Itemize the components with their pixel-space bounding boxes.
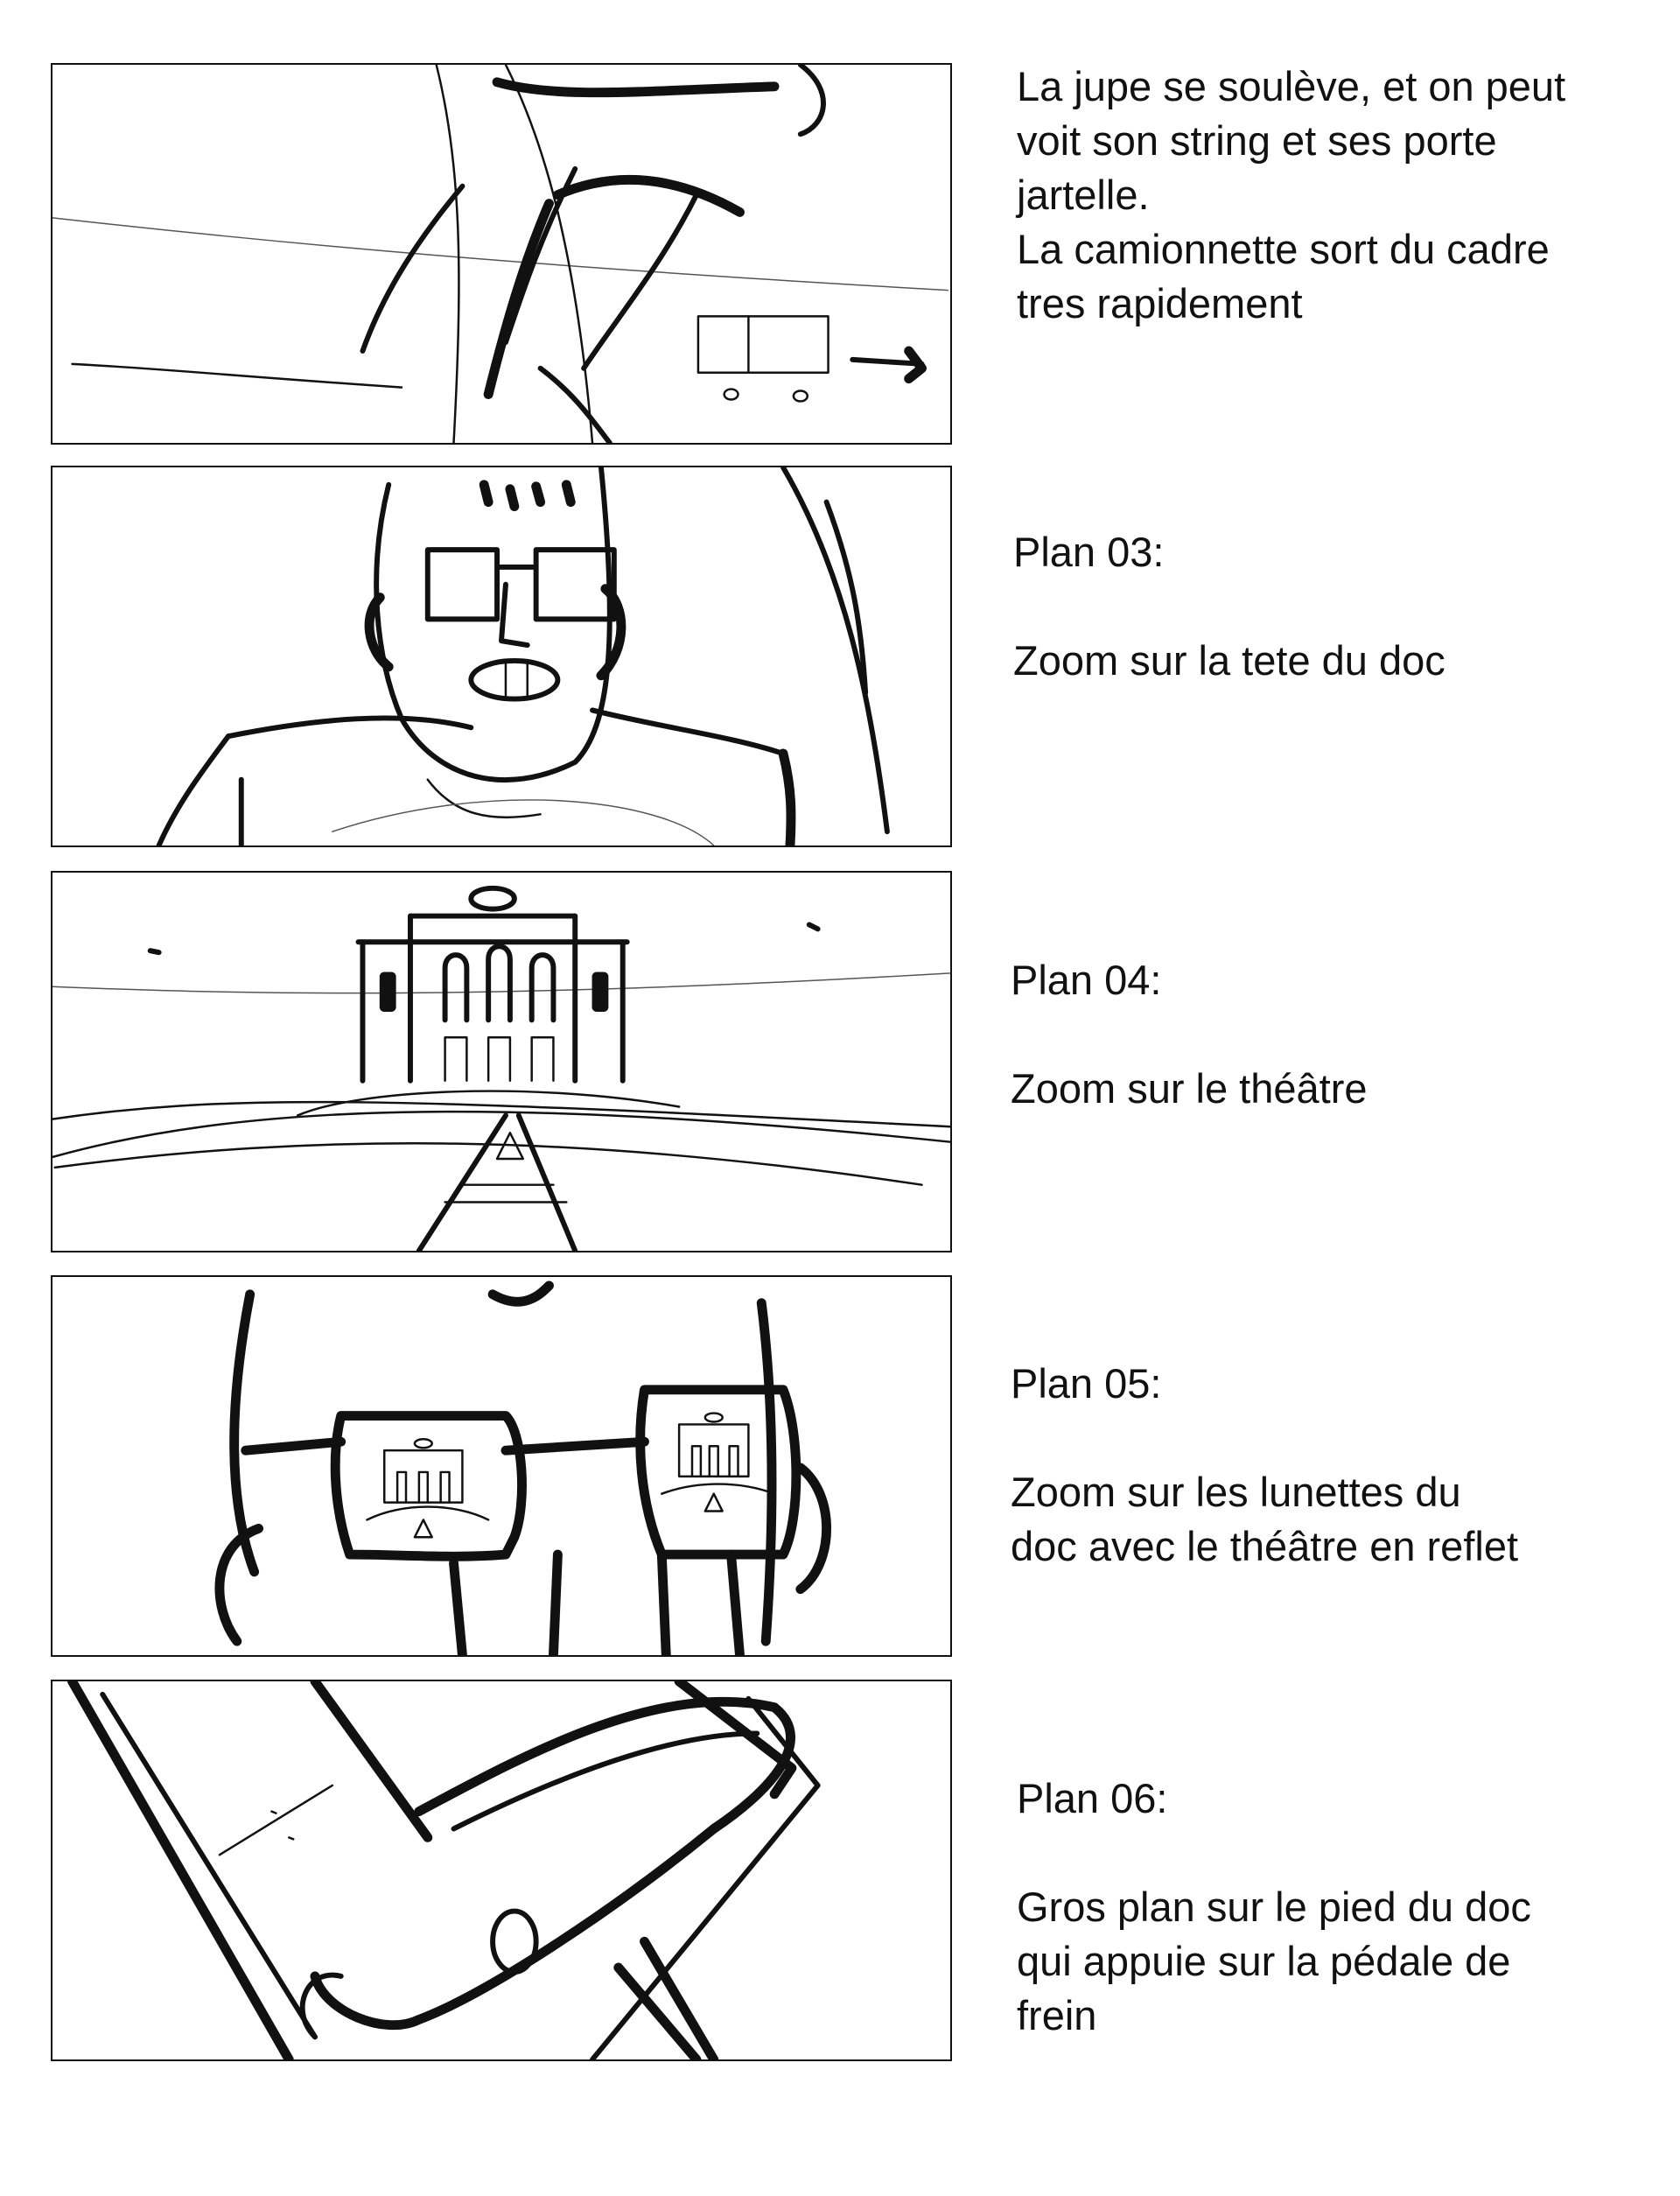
panel-3-text: Plan 04: Zoom sur le théâtre bbox=[1011, 899, 1676, 1170]
doc-glasses-reflection-sketch bbox=[214, 1280, 832, 1655]
doc-head-sketch bbox=[156, 467, 890, 845]
skirt-lift-sketch bbox=[52, 65, 949, 443]
plan-03-title: Plan 03: bbox=[1013, 529, 1165, 575]
foot-on-brake-sketch bbox=[67, 1681, 821, 2059]
panel-5-text: Plan 06: Gros plan sur le pied du doc qu… bbox=[1017, 1717, 1680, 2097]
plan-03-caption: Zoom sur la tete du doc bbox=[1013, 637, 1446, 684]
plan-05-title: Plan 05: bbox=[1011, 1360, 1162, 1407]
storyboard-panel-3 bbox=[51, 871, 952, 1252]
panel-4-text: Plan 05: Zoom sur les lunettes du doc av… bbox=[1011, 1302, 1676, 1628]
storyboard-panel-4 bbox=[51, 1275, 952, 1657]
plan-05-caption: Zoom sur les lunettes du doc avec le thé… bbox=[1011, 1469, 1519, 1569]
panel-1-caption: La jupe se soulève, et on peut voit son … bbox=[1017, 63, 1566, 326]
plan-06-caption: Gros plan sur le pied du doc qui appuie … bbox=[1017, 1884, 1531, 2038]
storyboard-panel-2 bbox=[51, 466, 952, 847]
storyboard-panel-1 bbox=[51, 63, 952, 445]
panel-2-text: Plan 03: Zoom sur la tete du doc bbox=[1013, 471, 1678, 742]
plan-04-caption: Zoom sur le théâtre bbox=[1011, 1065, 1368, 1112]
plan-06-title: Plan 06: bbox=[1017, 1775, 1168, 1821]
storyboard-panel-5 bbox=[51, 1680, 952, 2061]
theatre-sketch bbox=[52, 885, 950, 1251]
plan-04-title: Plan 04: bbox=[1011, 957, 1162, 1003]
